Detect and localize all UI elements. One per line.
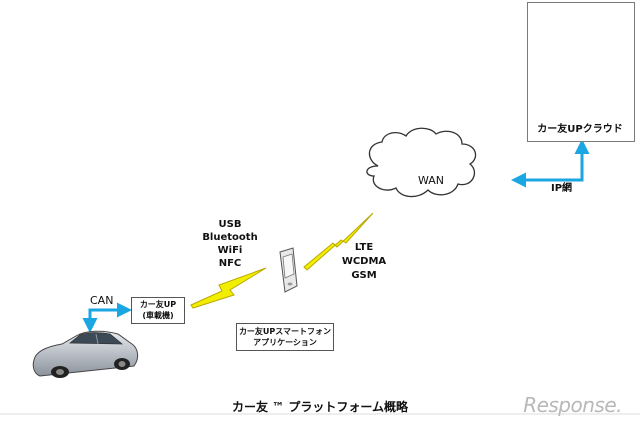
car-icon [32,330,139,378]
cloud-server-box [527,2,635,142]
watermark-logo: Response. [523,393,622,417]
ip-network-label: IP網 [551,183,573,194]
connection-item: GSM [351,270,377,281]
wan-cloud [366,127,477,198]
wireless-link-bolt-right [303,212,374,271]
wan-label: WAN [418,174,445,187]
connection-item: Bluetooth [202,232,258,243]
connection-item: LTE [354,242,374,253]
wireless-link-bolt-left [190,267,267,309]
in-vehicle-device-box: カー友UP (車載機) [131,297,185,324]
can-arrow [82,302,132,333]
app-box-line2: アプリケーション [253,338,317,347]
local-connection-list: USB Bluetooth WiFi NFC [200,218,260,270]
device-box-line1: カー友UP [139,300,177,309]
cloud-label: カー友UPクラウド [537,124,623,135]
device-box-line2: (車載機) [142,311,174,320]
wide-connection-list: LTE WCDMA GSM [334,241,394,283]
can-label: CAN [90,294,114,307]
connection-item: WiFi [217,245,243,256]
connection-item: WCDMA [341,256,387,267]
diagram-title: カー友 ™ プラットフォーム概略 [232,400,408,414]
ip-network-arrow [511,139,590,188]
smartphone-icon [279,247,298,293]
smartphone-app-box: カー友UPスマートフォン アプリケーション [236,323,334,351]
connection-item: USB [218,219,242,230]
app-box-line1: カー友UPスマートフォン [238,327,332,336]
connection-item: NFC [218,258,242,269]
